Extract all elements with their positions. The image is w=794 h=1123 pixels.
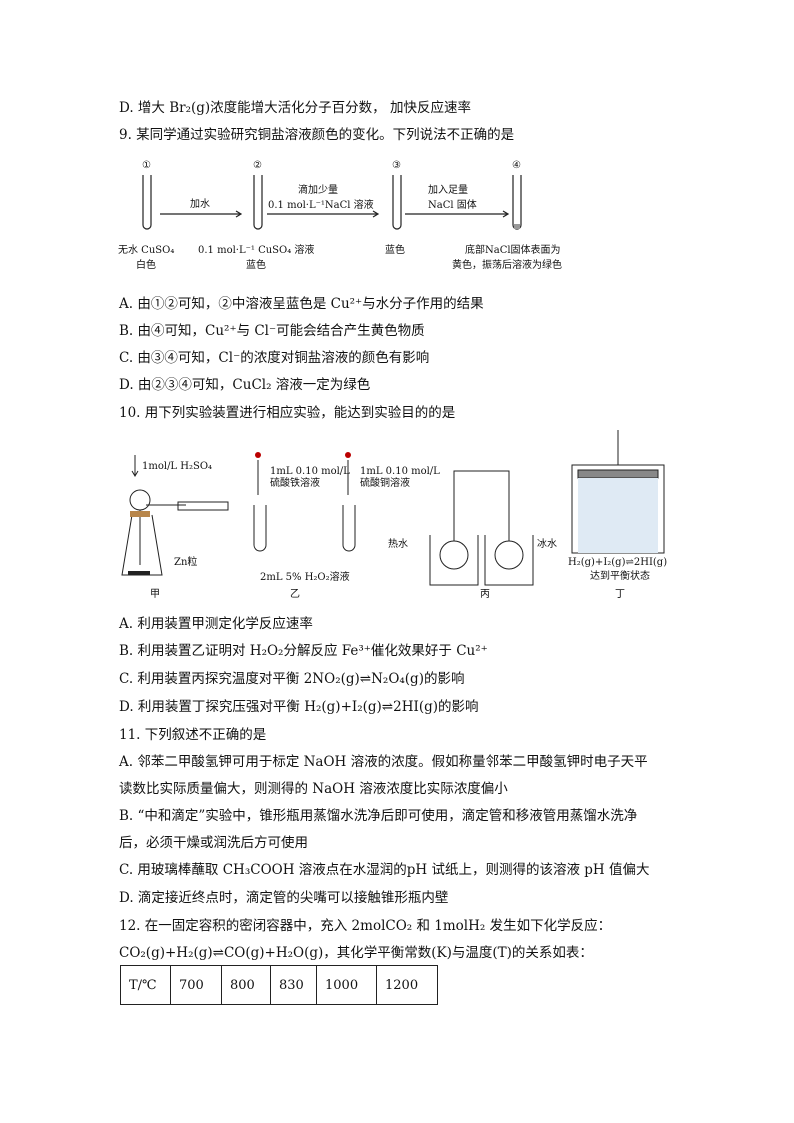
svg-text:滴加少量: 滴加少量 [298,183,338,196]
svg-text:1mL 0.10 mol/L: 1mL 0.10 mol/L [360,466,440,477]
svg-text:蓝色: 蓝色 [385,243,405,256]
option-11a: A. 邻苯二甲酸氢钾可用于标定 NaOH 溶液的浓度。假如称量邻苯二甲酸氢钾时电… [119,754,648,770]
svg-text:H₂(g)+I₂(g)⇌2HI(g): H₂(g)+I₂(g)⇌2HI(g) [568,557,667,568]
option-9b: B. 由④可知，Cu²⁺与 Cl⁻可能会结合产生黄色物质 [119,323,425,339]
option-11a-cont: 读数比实际质量偏大，则测得的 NaOH 溶液浓度比实际浓度偏小 [119,781,508,797]
svg-text:①: ① [142,160,151,171]
option-10d: D. 利用装置丁探究压强对平衡 H₂(g)+I₂(g)⇌2HI(g)的影响 [119,699,479,715]
svg-text:黄色，振荡后溶液为绿色: 黄色，振荡后溶液为绿色 [452,258,562,271]
question-12-equation: CO₂(g)+H₂(g)⇌CO(g)+H₂O(g)，其化学平衡常数(K)与温度(… [119,945,593,961]
table-cell: 1200 [376,965,438,1005]
svg-text:达到平衡状态: 达到平衡状态 [590,569,650,582]
svg-text:②: ② [253,160,262,171]
svg-text:1mL 0.10 mol/L: 1mL 0.10 mol/L [270,466,350,477]
svg-text:硫酸铜溶液: 硫酸铜溶液 [360,476,410,489]
table-row: T/℃ 700 800 830 1000 1200 [120,965,438,1005]
option-11c: C. 用玻璃棒蘸取 CH₃COOH 溶液点在水湿润的pH 试纸上，则测得的该溶液… [119,862,650,878]
svg-text:丁: 丁 [615,589,625,600]
option-10c: C. 利用装置丙探究温度对平衡 2NO₂(g)⇌N₂O₄(g)的影响 [119,671,465,687]
question-11: 11. 下列叙述不正确的是 [119,727,267,743]
question-9: 9. 某同学通过实验研究铜盐溶液颜色的变化。下列说法不正确的是 [119,127,515,143]
option-9a: A. 由①②可知，②中溶液呈蓝色是 Cu²⁺与水分子作用的结果 [119,296,484,312]
option-10a: A. 利用装置甲测定化学反应速率 [119,616,313,632]
svg-text:无水 CuSO₄: 无水 CuSO₄ [118,244,174,256]
equilibrium-constant-table: T/℃ 700 800 830 1000 1200 [120,965,438,1005]
svg-text:Zn粒: Zn粒 [174,555,197,568]
svg-text:白色: 白色 [136,258,156,271]
svg-text:蓝色: 蓝色 [246,258,266,271]
option-9d: D. 由②③④可知，CuCl₂ 溶液一定为绿色 [119,377,371,393]
svg-text:1mol/L H₂SO₄: 1mol/L H₂SO₄ [142,461,212,472]
svg-text:丙: 丙 [480,589,490,600]
svg-text:硫酸铁溶液: 硫酸铁溶液 [270,476,320,489]
table-cell: T/℃ [120,965,171,1005]
svg-text:甲: 甲 [150,589,160,600]
table-cell: 800 [221,965,271,1005]
svg-text:底部NaCl固体表面为: 底部NaCl固体表面为 [465,243,561,256]
question-10: 10. 用下列实验装置进行相应实验，能达到实验目的的是 [119,405,456,421]
option-9c: C. 由③④可知，Cl⁻的浓度对铜盐溶液的颜色有影响 [119,350,430,366]
svg-text:0.1 mol·L⁻¹NaCl 溶液: 0.1 mol·L⁻¹NaCl 溶液 [268,198,374,211]
option-10b: B. 利用装置乙证明对 H₂O₂分解反应 Fe³⁺催化效果好于 Cu²⁺ [119,643,488,659]
table-cell: 700 [170,965,222,1005]
table-cell: 830 [270,965,317,1005]
svg-text:2mL 5% H₂O₂溶液: 2mL 5% H₂O₂溶液 [260,570,350,583]
option-11b: B. “中和滴定”实验中，锥形瓶用蒸馏水洗净后即可使用，滴定管和移液管用蒸馏水洗… [119,808,638,824]
svg-text:热水: 热水 [388,537,408,550]
svg-text:③: ③ [392,160,401,171]
svg-text:④: ④ [512,160,521,171]
svg-text:NaCl 固体: NaCl 固体 [428,199,477,211]
svg-text:冰水: 冰水 [537,537,557,550]
option-11b-cont: 后，必须干燥或润洗后方可使用 [119,835,308,851]
option-8d: D. 增大 Br₂(g)浓度能增大活化分子百分数， 加快反应速率 [119,100,471,116]
figure-copper-salt-experiment: ① ② ③ ④ 加水 滴加少量 0.1 mol·L⁻¹NaCl 溶液 加入足量 NaCl … [118,160,562,271]
svg-text:加水: 加水 [190,198,210,210]
option-11d: D. 滴定接近终点时，滴定管的尖嘴可以接触锥形瓶内壁 [119,890,449,906]
svg-text:乙: 乙 [290,588,300,600]
table-cell: 1000 [316,965,377,1005]
svg-text:0.1 mol·L⁻¹ CuSO₄ 溶液: 0.1 mol·L⁻¹ CuSO₄ 溶液 [198,243,314,256]
svg-text:加入足量: 加入足量 [428,184,468,196]
question-12: 12. 在一固定容积的密闭容器中，充入 2molCO₂ 和 1molH₂ 发生如… [119,918,612,934]
